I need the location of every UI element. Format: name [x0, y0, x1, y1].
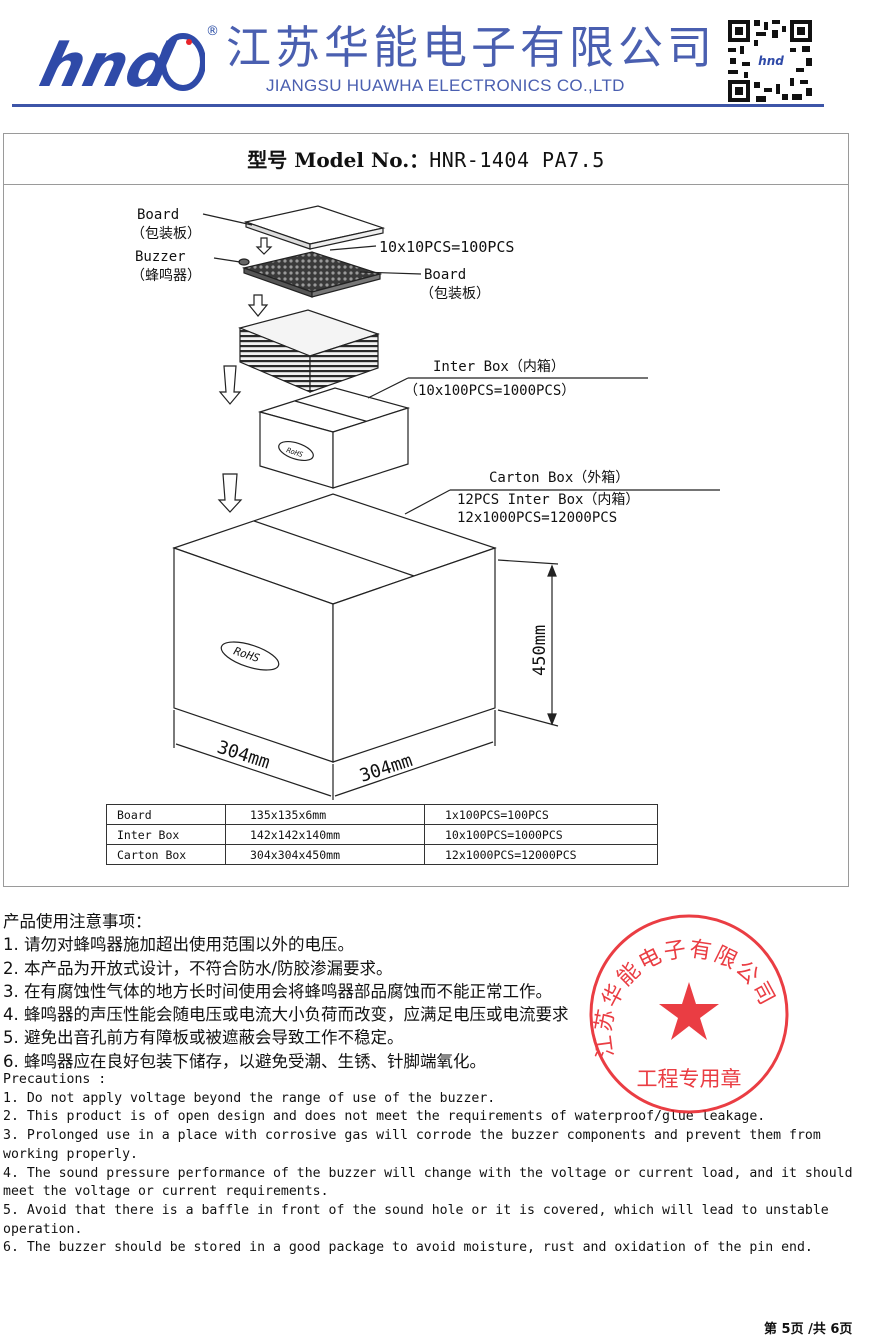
label-height: 450mm [530, 625, 550, 676]
label-board-mid-cn: （包装板） [420, 286, 490, 302]
width-dimension-left [175, 743, 332, 797]
arrow-inner-down [217, 473, 243, 513]
label-board-top-cn: （包装板） [131, 226, 201, 242]
table-cell: 12x1000PCS=12000PCS [424, 844, 658, 865]
table-cell: 135x135x6mm [225, 804, 425, 825]
notes-cn-item: 6. 蜂鸣器应在良好包装下储存，以避免受潮、生锈、针脚端氧化。 [3, 1051, 486, 1071]
table-cell: 142x142x140mm [225, 824, 425, 845]
label-inter-box-qty: （10x100PCS=1000PCS） [404, 383, 575, 399]
registered-mark: ® [206, 24, 219, 39]
notes-cn: 产品使用注意事项： 1. 请勿对蜂鸣器施加超出使用范围以外的电压。 2. 本产品… [3, 910, 569, 1073]
label-inter-box: Inter Box（内箱） [433, 359, 565, 375]
notes-en-item: 6. The buzzer should be stored in a good… [3, 1240, 813, 1256]
packaging-frame: 型号 Model No.：HNR-1404 PA7.5 [3, 133, 849, 887]
notes-cn-item: 1. 请勿对蜂鸣器施加超出使用范围以外的电压。 [3, 935, 354, 955]
notes-en-item: 4. The sound pressure performance of the… [3, 1165, 853, 1200]
page-number: 第 5页 /共 6页 [764, 1322, 853, 1337]
table-cell: 1x100PCS=100PCS [424, 804, 658, 825]
label-carton-box: Carton Box（外箱） [489, 470, 629, 486]
company-name-en: JIANGSU HUAWHA ELECTRONICS CO.,LTD [266, 76, 625, 95]
notes-cn-title: 产品使用注意事项： [3, 912, 152, 931]
label-buzzer: Buzzer [135, 249, 186, 265]
label-board-top: Board [137, 207, 179, 223]
label-grid-qty: 10x10PCS=100PCS [379, 238, 514, 256]
table-row: Inter Box 142x142x140mm 10x100PCS=1000PC… [106, 824, 658, 845]
notes-cn-item: 2. 本产品为开放式设计，不符合防水/防胶渗漏要求。 [3, 958, 393, 978]
notes-cn-item: 5. 避免出音孔前方有障板或被遮蔽会导致工作不稳定。 [3, 1028, 404, 1048]
model-title: 型号 Model No.：HNR-1404 PA7.5 [4, 134, 848, 184]
qr-code: hnd [726, 18, 814, 104]
notes-en-item: 5. Avoid that there is a baffle in front… [3, 1202, 829, 1237]
company-logo: hnd [33, 31, 205, 96]
page-header: hnd ® 江苏华能电子有限公司 JIANGSU HUAWHA ELECTRON… [0, 0, 870, 112]
title-row: 型号 Model No.：HNR-1404 PA7.5 [4, 134, 848, 185]
notes-cn-item: 3. 在有腐蚀性气体的地方长时间使用会将蜂鸣器部品腐蚀而不能正常工作。 [3, 981, 552, 1001]
label-carton-line2: 12PCS Inter Box（内箱） [457, 492, 639, 508]
table-cell: Inter Box [106, 824, 226, 845]
notes-en-title: Precautions : [3, 1072, 107, 1087]
logo-text: hnd [33, 31, 180, 96]
spec-table: Board 135x135x6mm 1x100PCS=100PCS Inter … [106, 804, 658, 865]
table-cell: 304x304x450mm [225, 844, 425, 865]
table-cell: 10x100PCS=1000PCS [424, 824, 658, 845]
label-width-left: 304mm [214, 737, 272, 774]
notes-en-item: 3. Prolonged use in a place with corrosi… [3, 1128, 821, 1162]
arrow-grid-down [247, 294, 269, 317]
model-number: HNR-1404 PA7.5 [429, 148, 605, 172]
arrow-stack-down [218, 365, 242, 405]
buzzer-grid [241, 251, 383, 293]
single-buzzer [238, 258, 250, 266]
label-width-right: 304mm [357, 750, 415, 787]
width-dimension-right [334, 741, 494, 797]
table-row: Carton Box 304x304x450mm 12x1000PCS=1200… [106, 844, 658, 865]
label-carton-line3: 12x1000PCS=12000PCS [457, 510, 617, 526]
table-cell: Carton Box [106, 844, 226, 865]
label-buzzer-cn: （蜂鸣器） [131, 267, 201, 284]
arrow-board-down [255, 237, 273, 255]
company-name-cn: 江苏华能电子有限公司 [226, 21, 717, 74]
qr-logo-text: hnd [758, 54, 784, 68]
star-icon [659, 982, 719, 1040]
table-cell: Board [106, 804, 226, 825]
notes-en-item: 1. Do not apply voltage beyond the range… [3, 1090, 496, 1106]
notes-en: Precautions : 1. Do not apply voltage be… [3, 1071, 863, 1258]
logo-red-dot [186, 39, 192, 45]
table-row: Board 135x135x6mm 1x100PCS=100PCS [106, 804, 658, 825]
svg-text:江苏华能电子有限公司: 江苏华能电子有限公司 [591, 937, 780, 1059]
header-rule [12, 104, 824, 107]
label-board-mid: Board [424, 267, 466, 283]
seal-ring-text: 江苏华能电子有限公司 [591, 937, 778, 1059]
model-label: 型号 Model No.： [247, 148, 430, 172]
notes-cn-item: 4. 蜂鸣器的声压性能会随电压或电流大小负荷而改变，应满足电压或电流要求 [3, 1005, 569, 1025]
packaging-diagram: Board （包装板） Buzzer （蜂鸣器） 10x10PCS=100PCS… [131, 205, 720, 800]
notes-en-item: 2. This product is of open design and do… [3, 1109, 766, 1125]
